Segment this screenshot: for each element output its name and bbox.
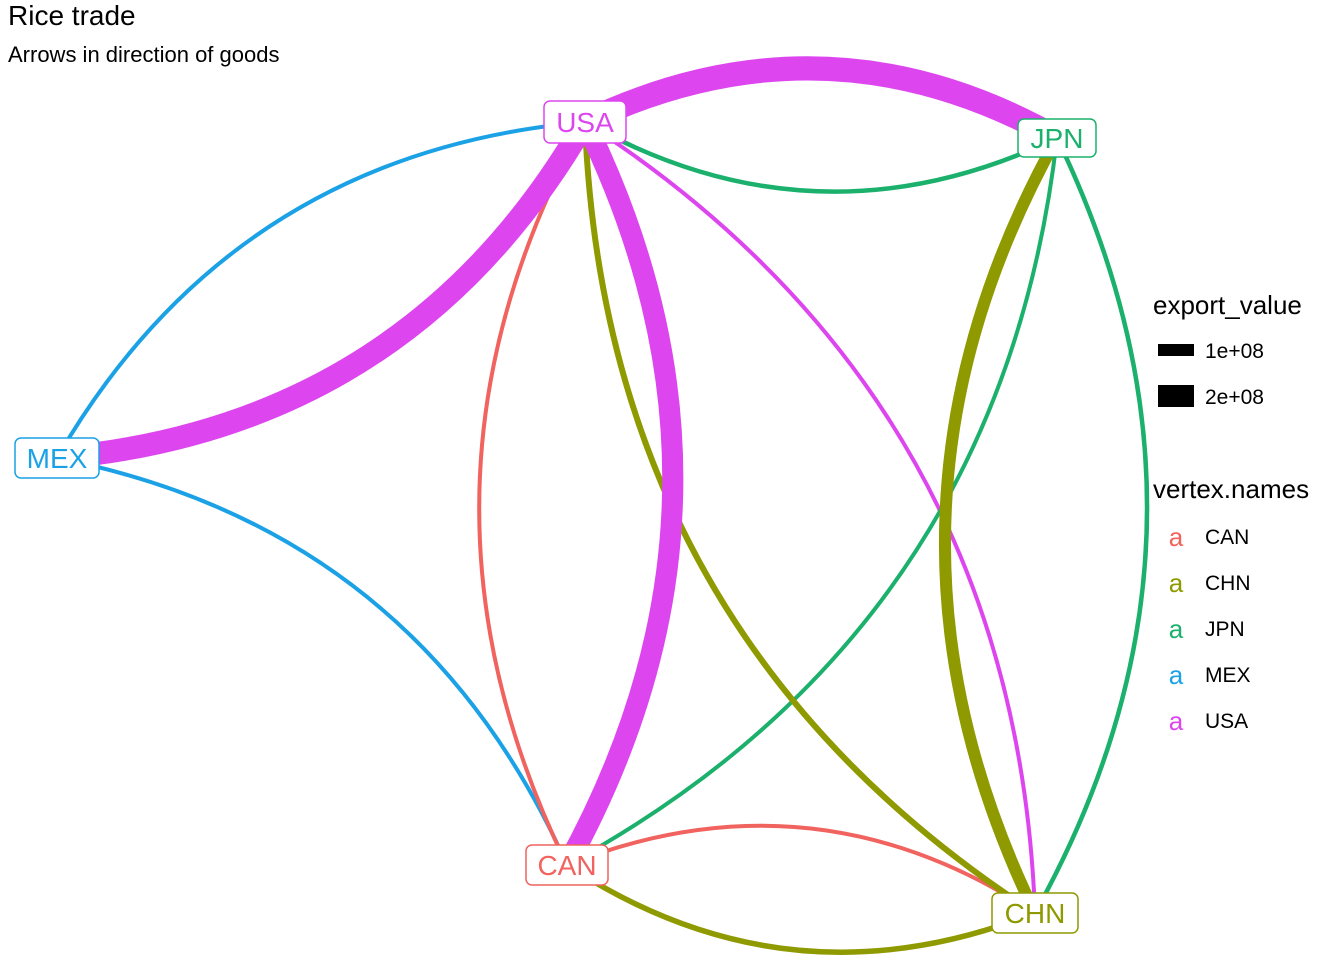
- node-box: [991, 892, 1079, 934]
- node-chn: CHN: [991, 892, 1079, 934]
- legend-size-title: export_value: [1153, 290, 1302, 320]
- node-label: JPN: [1031, 123, 1084, 154]
- legend-size-items: 1e+08 2e+08: [1158, 340, 1264, 409]
- legend-color-key: a: [1169, 568, 1184, 598]
- legend-color-key: a: [1169, 522, 1184, 552]
- nodes-layer: USA JPN MEX CAN CHN: [14, 100, 1097, 934]
- node-box: [525, 844, 609, 886]
- legend-color-label: JPN: [1205, 618, 1245, 641]
- edge-usa-to-mex: [55, 116, 595, 470]
- node-box: [14, 437, 100, 479]
- edge-usa-to-can: [557, 117, 684, 871]
- node-can: CAN: [525, 844, 609, 886]
- edge-usa-to-jpn: [579, 56, 1063, 149]
- edge-usa-to-chn: [583, 120, 1037, 914]
- node-label: USA: [556, 107, 614, 138]
- legend: export_value 1e+08 2e+08 vertex.names a CA…: [1153, 290, 1309, 736]
- edge-can-to-usa: [477, 121, 587, 866]
- edge-chn-to-can: [565, 862, 1037, 955]
- edge-mex-to-usa: [55, 120, 586, 460]
- edge-can-to-chn: [566, 823, 1037, 915]
- legend-color-key: a: [1169, 660, 1184, 690]
- node-box: [1017, 118, 1097, 158]
- legend-size-key: [1158, 385, 1194, 407]
- edges-layer: [55, 56, 1150, 955]
- node-label: MEX: [27, 443, 88, 474]
- edge-jpn-to-usa: [583, 120, 1058, 194]
- node-label: CAN: [537, 850, 596, 881]
- node-mex: MEX: [14, 437, 100, 479]
- node-box: [543, 100, 627, 144]
- edge-jpn-to-can: [566, 137, 1059, 867]
- legend-color-label: MEX: [1205, 664, 1251, 687]
- chart-title: Rice trade: [8, 0, 136, 31]
- node-jpn: JPN: [1017, 118, 1097, 158]
- legend-color-label: CAN: [1205, 526, 1249, 549]
- legend-size-label: 1e+08: [1205, 340, 1264, 363]
- chart-subtitle: Arrows in direction of goods: [8, 42, 279, 67]
- node-label: CHN: [1005, 898, 1066, 929]
- legend-color-title: vertex.names: [1153, 474, 1309, 504]
- edge-chn-to-jpn: [938, 135, 1063, 916]
- legend-size-label: 2e+08: [1205, 386, 1264, 409]
- node-usa: USA: [543, 100, 627, 144]
- edge-chn-to-usa: [582, 121, 1037, 916]
- edge-mex-to-can: [56, 456, 569, 866]
- legend-color-key: a: [1169, 706, 1184, 736]
- edge-jpn-to-chn: [1033, 137, 1150, 915]
- legend-color-key: a: [1169, 614, 1184, 644]
- legend-color-label: USA: [1205, 710, 1248, 733]
- legend-color-label: CHN: [1205, 572, 1251, 595]
- legend-size-key: [1158, 344, 1194, 356]
